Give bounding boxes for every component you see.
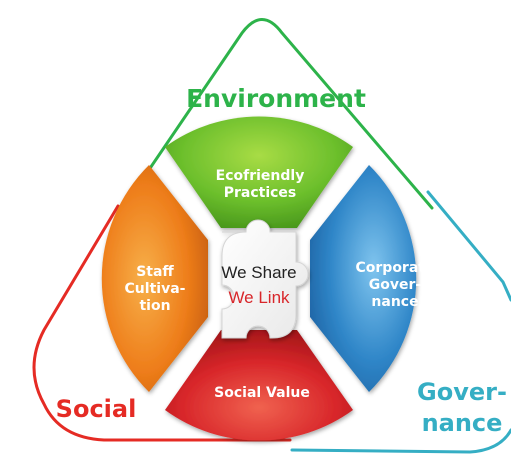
center-text-line1: We Share xyxy=(221,263,296,282)
environment-label: Environment xyxy=(186,84,366,113)
segment-staff-cultivation xyxy=(101,165,208,392)
governance-label-line2: nance xyxy=(422,409,503,437)
segment-bottom-label: Social Value xyxy=(214,385,310,401)
segment-social-value xyxy=(165,330,353,441)
segment-right-label-line2: Gover- xyxy=(369,277,422,293)
center-puzzle-piece xyxy=(221,219,309,339)
center-text-line2: We Link xyxy=(228,288,290,307)
segment-top-label-line1: Ecofriendly xyxy=(216,168,305,184)
segment-ecofriendly-practices xyxy=(165,116,353,228)
social-label: Social xyxy=(56,395,137,423)
governance-arc xyxy=(290,190,511,454)
environment-arc xyxy=(123,18,434,210)
segment-right-label-line3: nance xyxy=(371,294,418,310)
segment-right-label-line1: Corporate xyxy=(356,260,435,276)
segment-left-label-line3: tion xyxy=(139,298,170,314)
social-arc xyxy=(32,204,292,442)
segment-left-label-line1: Staff xyxy=(136,264,174,280)
segment-top-label-line2: Practices xyxy=(224,185,297,201)
governance-label-line1: Gover- xyxy=(417,378,507,406)
segment-corporate-governance xyxy=(310,165,417,392)
segment-left-label-line2: Cultiva- xyxy=(125,281,186,297)
